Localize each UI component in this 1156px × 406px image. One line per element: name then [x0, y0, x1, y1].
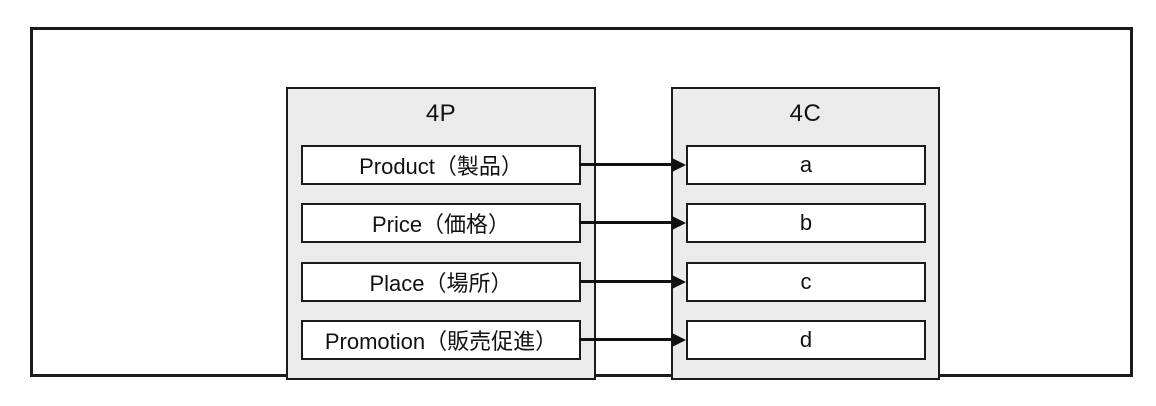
panel-4p: 4P Product（製品） Price（価格） Place（場所） Promo…: [286, 87, 596, 380]
arrow-place-to-c: [579, 274, 686, 289]
item-promotion: Promotion（販売促進）: [301, 320, 581, 360]
arrowhead-right-icon: [672, 274, 686, 289]
item-place: Place（場所）: [301, 262, 581, 302]
arrow-price-to-b: [579, 215, 686, 230]
item-b: b: [686, 203, 926, 243]
arrowhead-right-icon: [672, 157, 686, 172]
outer-frame: 4P Product（製品） Price（価格） Place（場所） Promo…: [30, 27, 1133, 380]
panel-4c-title: 4C: [789, 100, 822, 127]
panel-4c: 4C a b c d: [671, 87, 940, 380]
arrowhead-right-icon: [672, 215, 686, 230]
item-d: d: [686, 320, 926, 360]
item-price: Price（価格）: [301, 203, 581, 243]
item-a: a: [686, 145, 926, 185]
item-c: c: [686, 262, 926, 302]
item-product: Product（製品）: [301, 145, 581, 185]
panel-4p-title: 4P: [425, 100, 457, 127]
arrow-product-to-a: [579, 157, 686, 172]
arrowhead-right-icon: [672, 332, 686, 347]
arrow-promotion-to-d: [579, 332, 686, 347]
